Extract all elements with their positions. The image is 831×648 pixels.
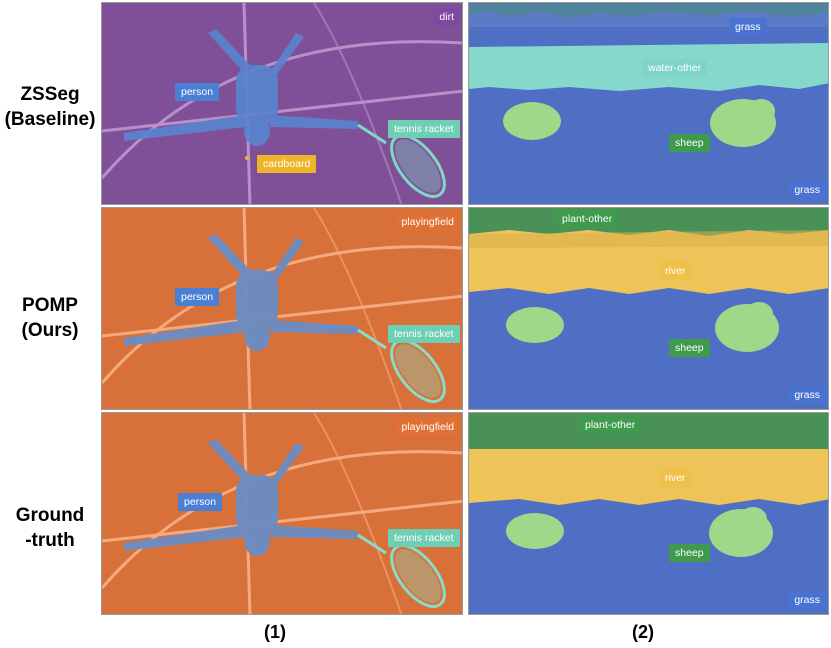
panel-baseline-sheep: grass water-other sheep grass [468, 2, 829, 205]
label-playingfield: playingfield [395, 213, 460, 231]
label-river: river [659, 262, 692, 280]
label-river: river [659, 469, 692, 487]
label-plant-other: plant-other [579, 416, 642, 434]
row-label-ground-truth: Ground -truth [15, 505, 85, 551]
panel-baseline-tennis: dirt person tennis racket cardboard [101, 2, 463, 205]
label-person: person [175, 83, 220, 101]
label-water-other: water-other [642, 59, 708, 77]
label-tennis-racket: tennis racket [388, 325, 460, 343]
label-person: person [178, 493, 223, 511]
label-tennis-racket: tennis racket [388, 529, 460, 547]
label-tennis-racket: tennis racket [388, 120, 460, 138]
panel-ours-sheep: plant-other river sheep grass [468, 207, 829, 410]
label-plant-other: plant-other [556, 210, 619, 228]
panel-ours-tennis: playingfield person tennis racket [101, 207, 463, 410]
label-playingfield: playingfield [395, 418, 460, 436]
label-person: person [175, 288, 220, 306]
label-grass-bottom: grass [788, 181, 826, 199]
label-grass-bottom: grass [788, 386, 826, 404]
label-cardboard: cardboard [257, 155, 317, 173]
panel-ground-truth-sheep: plant-other river sheep grass [468, 412, 829, 615]
panel-ground-truth-tennis: playingfield person tennis racket [101, 412, 463, 615]
label-grass-bottom: grass [788, 591, 826, 609]
column-label-1: (1) [264, 622, 286, 642]
row-label-baseline: ZSSeg (Baseline) [4, 84, 96, 130]
label-sheep: sheep [669, 339, 710, 357]
label-grass-top: grass [729, 18, 767, 36]
label-dirt: dirt [433, 8, 460, 26]
label-sheep: sheep [669, 544, 710, 562]
column-label-2: (2) [632, 622, 654, 642]
label-sheep: sheep [669, 134, 710, 152]
row-label-ours: POMP (Ours) [21, 295, 79, 341]
